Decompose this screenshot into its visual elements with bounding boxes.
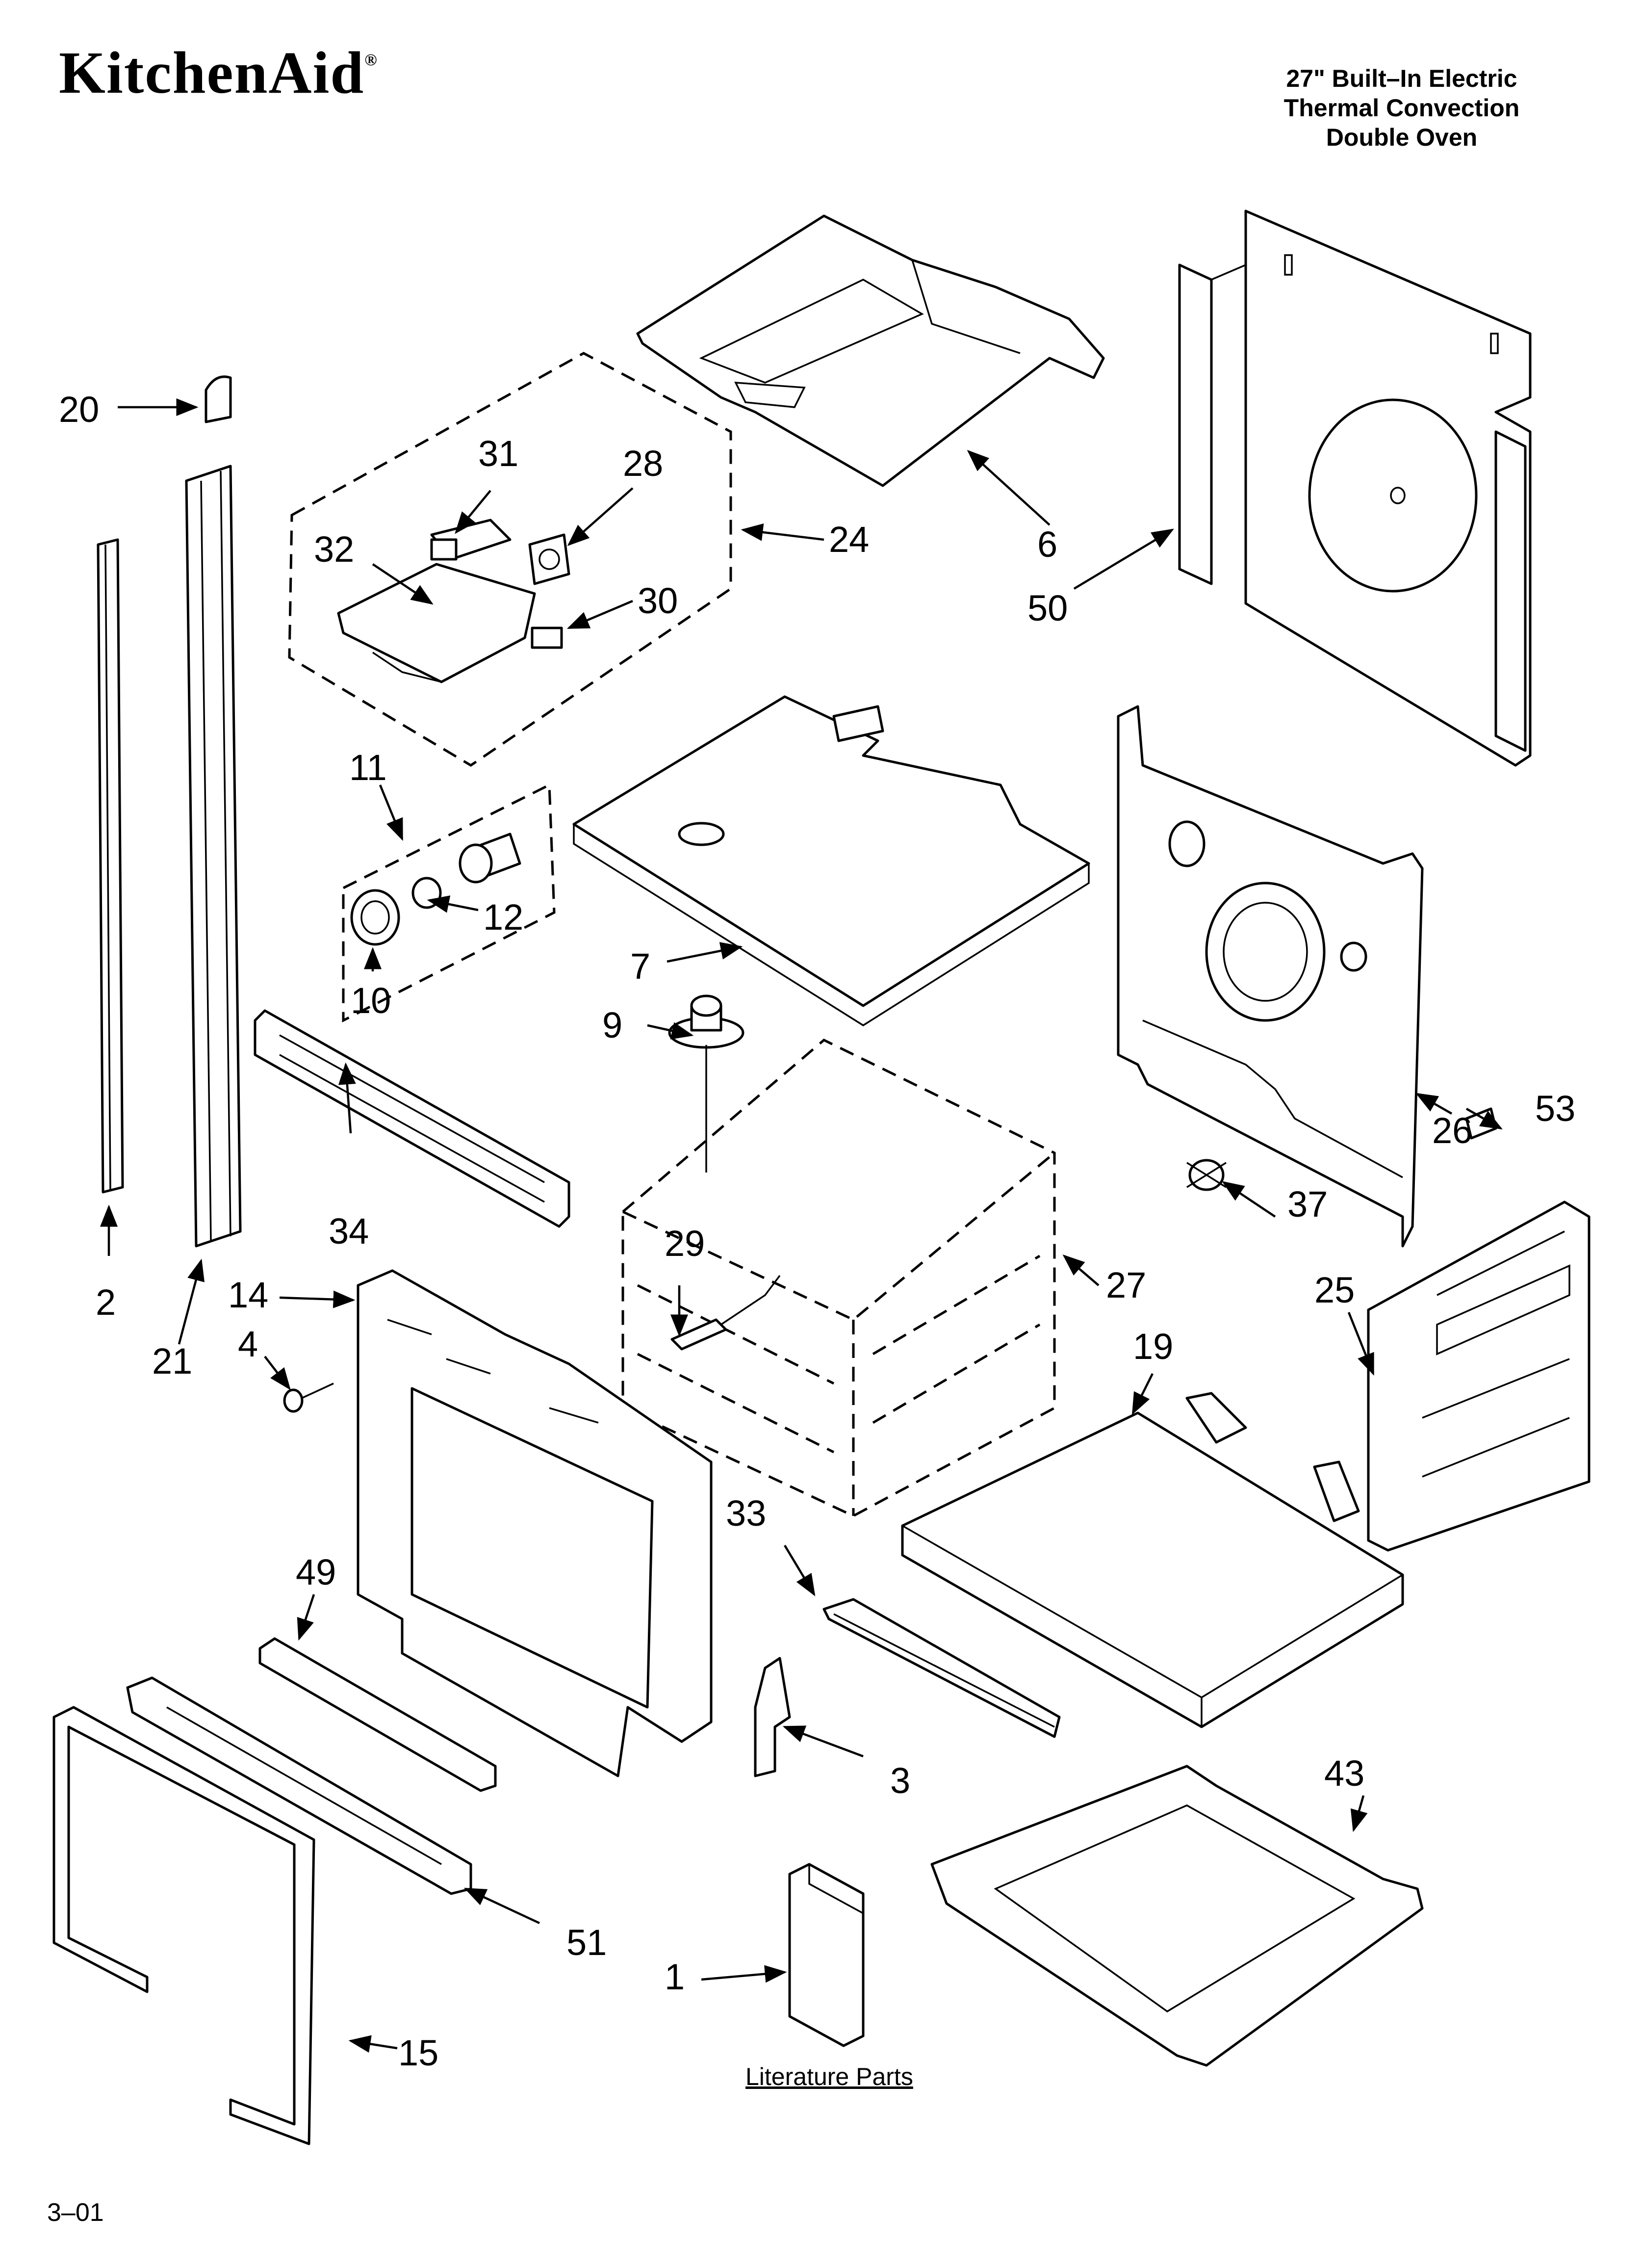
model-line-2: Thermal Convection (1283, 94, 1520, 122)
callout-37: 37 (1287, 1184, 1328, 1225)
brand-logo: KitchenAid® (59, 43, 378, 103)
model-title: 27" Built–In Electric Thermal Convection… (1230, 64, 1573, 152)
part-19-bottom-tray (901, 1392, 1404, 1728)
part-50-rear-panel (1178, 209, 1532, 767)
part-37-thermal-fuse (1186, 1159, 1227, 1191)
callout-7: 7 (630, 946, 650, 987)
callout-53: 53 (1535, 1088, 1575, 1129)
part-29-sensor (670, 1275, 781, 1351)
callout-31: 31 (478, 433, 518, 474)
callout-20: 20 (59, 389, 99, 430)
callout-49: 49 (296, 1552, 336, 1592)
callout-10: 10 (351, 980, 391, 1021)
callout-19: 19 (1133, 1326, 1173, 1367)
part-4-screw (283, 1382, 334, 1413)
callout-12: 12 (483, 897, 523, 938)
part-34-vent-grille (254, 1009, 570, 1228)
part-2-trim-strip (97, 538, 124, 1194)
part-6-top-duct-cover (636, 214, 1105, 487)
callout-28: 28 (623, 443, 663, 484)
callout-51: 51 (566, 1922, 607, 1963)
part-15-gasket (52, 1706, 315, 2145)
callout-24: 24 (829, 519, 869, 560)
callout-33: 33 (726, 1493, 766, 1534)
part-3-bracket (754, 1657, 791, 1777)
part-33-support-bracket (822, 1598, 1061, 1738)
part-20-cap (205, 375, 232, 423)
model-line-1: 27" Built–In Electric (1286, 65, 1517, 92)
callout-4: 4 (238, 1324, 258, 1364)
callout-25: 25 (1314, 1270, 1355, 1310)
callout-14: 14 (228, 1275, 268, 1315)
callout-15: 15 (398, 2033, 438, 2073)
callout-26: 26 (1432, 1110, 1472, 1151)
part-1-literature (788, 1863, 865, 2047)
part-14-front-frame (357, 1269, 713, 1777)
callout-34: 34 (329, 1211, 369, 1251)
callout-43: 43 (1324, 1753, 1364, 1794)
callout-3: 3 (890, 1760, 910, 1801)
callout-2: 2 (96, 1282, 116, 1323)
page-code: 3–01 (47, 2198, 104, 2227)
literature-parts-label: Literature Parts (745, 2063, 913, 2090)
model-line-3: Double Oven (1326, 124, 1478, 151)
part-21-side-channel (185, 465, 242, 1248)
callout-9: 9 (602, 1005, 622, 1045)
callout-21: 21 (152, 1341, 192, 1382)
callout-6: 6 (1037, 524, 1057, 565)
callout-30: 30 (638, 580, 678, 621)
callout-27: 27 (1106, 1265, 1146, 1305)
part-9-thermostat (668, 994, 744, 1173)
part-11-lamp-group (342, 783, 556, 1023)
leader-arrows (100, 398, 1503, 2053)
callout-11: 11 (349, 747, 387, 788)
part-24-control-assembly (288, 352, 732, 767)
part-26-fan-panel (1117, 705, 1497, 1248)
callout-1: 1 (665, 1956, 685, 1997)
registered-mark: ® (364, 51, 378, 69)
part-25-side-panel (1367, 1200, 1591, 1552)
callout-29: 29 (665, 1223, 705, 1264)
part-43-bottom-pan (930, 1765, 1424, 2067)
brand-name: KitchenAid (59, 40, 365, 106)
callout-50: 50 (1027, 588, 1068, 628)
part-7-top-plate (572, 695, 1090, 1027)
callout-32: 32 (314, 529, 354, 570)
callout-labels: 20 31 28 32 30 24 6 50 11 12 10 7 9 53 2… (59, 389, 1575, 2090)
part-49-trim-bar (258, 1637, 497, 1792)
